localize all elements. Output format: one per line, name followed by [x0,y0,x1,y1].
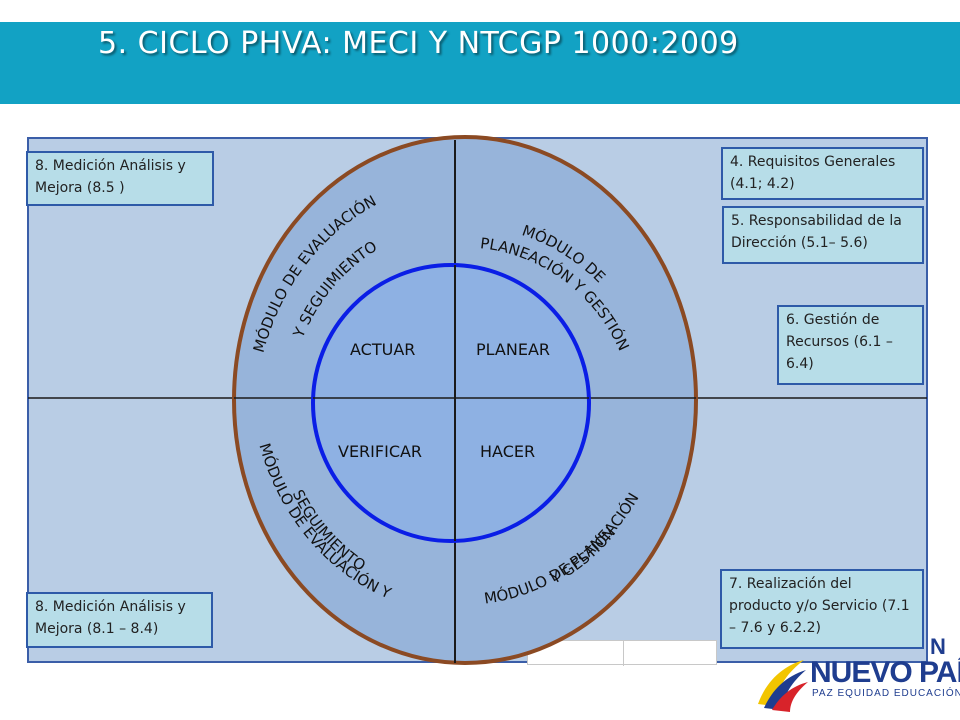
note-responsabilidad-direccion: 5. Responsabilidad de la Dirección (5.1–… [722,206,924,264]
note-medicion-8-5: 8. Medición Análisis y Mejora (8.5 ) [26,151,214,206]
quadrant-actuar: ACTUAR [350,340,415,359]
small-table [527,640,717,666]
header-bar [0,22,960,104]
quadrant-verificar: VERIFICAR [338,442,422,461]
page-title: 5. CICLO PHVA: MECI Y NTCGP 1000:2009 [98,26,739,61]
inner-circle [311,263,591,543]
logo-tagline: PAZ EQUIDAD EDUCACIÓN [812,688,960,699]
flag-swoosh-icon [758,660,808,712]
note-gestion-recursos: 6. Gestión de Recursos (6.1 – 6.4) [777,305,924,385]
logo-letter: N [930,634,946,659]
quadrant-hacer: HACER [480,442,535,461]
quadrant-planear: PLANEAR [476,340,550,359]
note-medicion-8-1: 8. Medición Análisis y Mejora (8.1 – 8.4… [26,592,213,648]
note-realizacion-producto: 7. Realización del producto y/o Servicio… [720,569,924,649]
note-requisitos-generales: 4. Requisitos Generales (4.1; 4.2) [721,147,924,200]
logo-text: NUEVO PAÍS [810,656,960,689]
